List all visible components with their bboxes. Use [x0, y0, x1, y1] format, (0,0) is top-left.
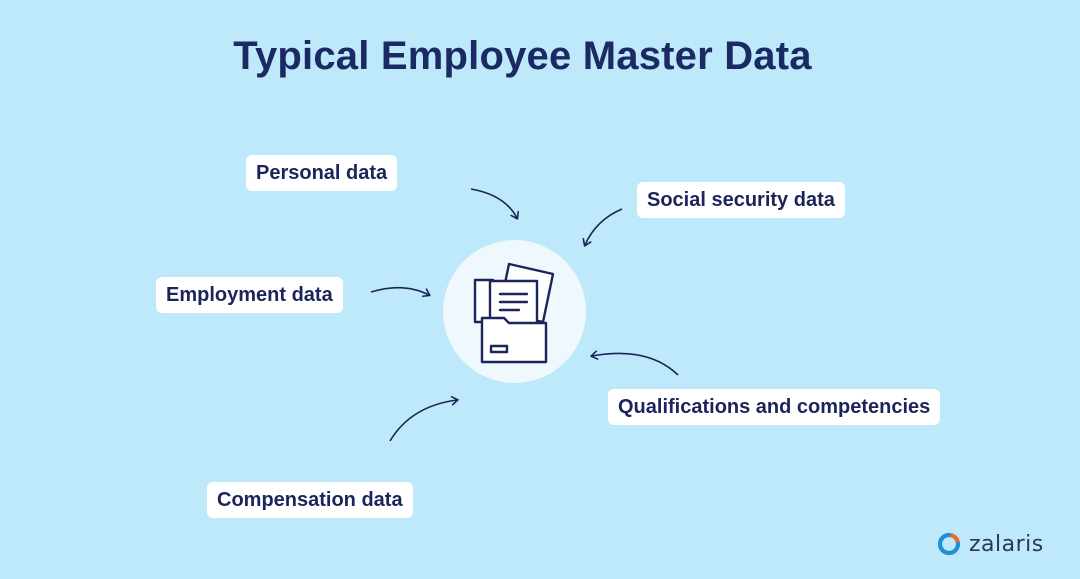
page-title: Typical Employee Master Data	[233, 34, 812, 78]
arrow-qualifications	[590, 350, 679, 376]
brand-name: zalaris	[969, 531, 1044, 557]
arrow-social	[582, 208, 623, 247]
folder-documents-icon	[473, 262, 555, 364]
label-personal-data: Personal data	[246, 155, 398, 191]
center-circle	[443, 240, 586, 383]
arrow-personal	[470, 188, 520, 220]
brand-logo: zalaris	[937, 530, 1044, 558]
arrow-compensation	[389, 395, 459, 442]
label-social-security-data: Social security data	[637, 182, 845, 218]
label-employment-data: Employment data	[156, 277, 343, 313]
label-compensation-data: Compensation data	[207, 482, 413, 518]
zalaris-logo-icon	[937, 532, 961, 556]
arrow-employment	[370, 286, 431, 298]
label-qualifications-and-competencies: Qualifications and competencies	[608, 389, 941, 425]
